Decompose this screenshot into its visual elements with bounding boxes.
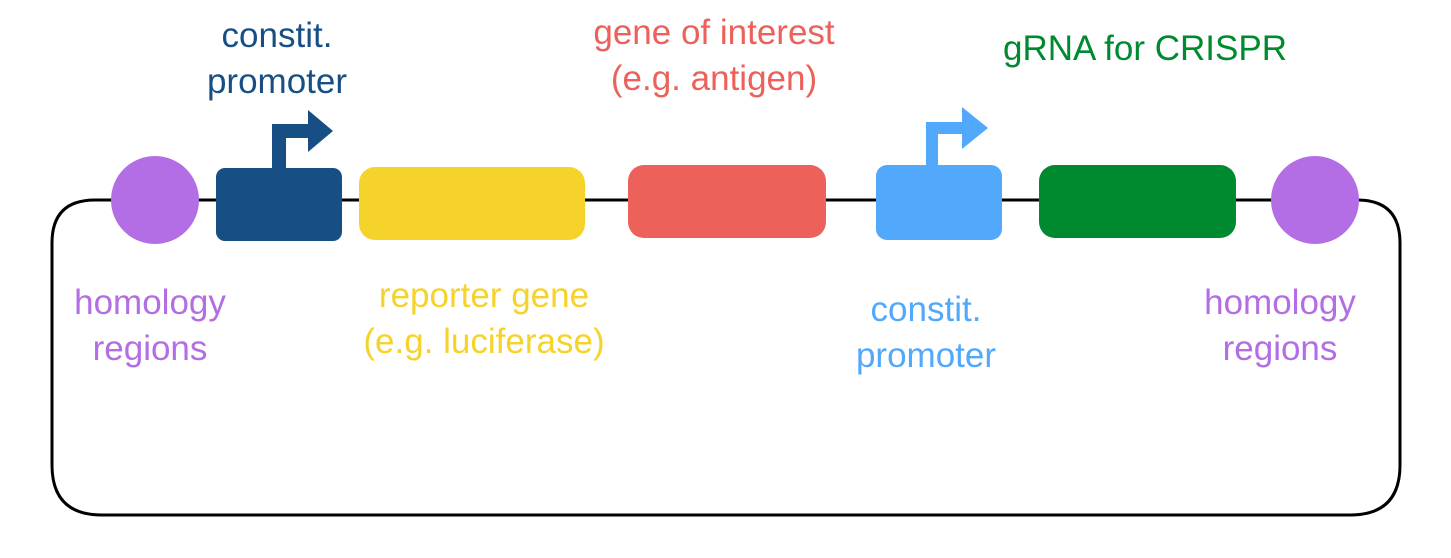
promoter-1-arrow-icon [272, 110, 333, 168]
homology-left-label: homology regions [74, 283, 226, 368]
promoter-2-arrow-icon [926, 107, 988, 165]
homology-region-right [1271, 156, 1359, 244]
homology-right-label: homology regions [1204, 283, 1356, 368]
promoter-2-block [876, 165, 1002, 240]
reporter-gene-label: reporter gene (e.g. luciferase) [363, 276, 605, 361]
promoter-1-label: constit. promoter [206, 16, 348, 101]
plasmid-backbone [50, 198, 1402, 517]
grna-block [1039, 165, 1236, 238]
gene-of-interest-block [628, 165, 826, 238]
grna-label: gRNA for CRISPR [1003, 29, 1287, 68]
promoter-1-block [216, 168, 342, 241]
reporter-gene-block [359, 167, 585, 240]
homology-region-left [111, 156, 199, 244]
gene-of-interest-label: gene of interest (e.g. antigen) [593, 13, 835, 98]
promoter-2-label: constit. promoter [855, 290, 997, 375]
